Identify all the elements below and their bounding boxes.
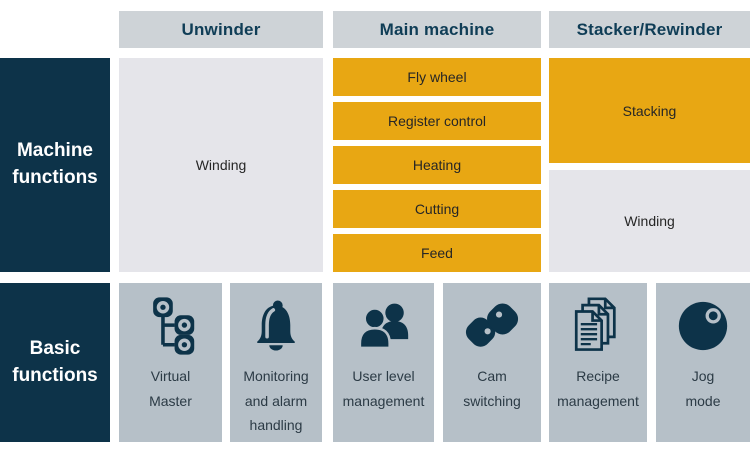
machine-function-heating: Heating <box>333 146 541 184</box>
basic-function-virtual-master: Virtual Master <box>119 283 222 442</box>
machine-function-cutting: Cutting <box>333 190 541 228</box>
basic-function-label: Jog mode <box>685 368 721 409</box>
virtual-master-icon <box>146 294 196 358</box>
documents-stack-icon <box>573 294 623 358</box>
machine-function-winding-unwinder: Winding <box>119 58 323 272</box>
basic-function-cam-switching: Cam switching <box>443 283 541 442</box>
machine-function-fly-wheel: Fly wheel <box>333 58 541 96</box>
basic-function-user-level: User level management <box>333 283 434 442</box>
machine-function-stacking: Stacking <box>549 58 750 163</box>
machine-function-feed: Feed <box>333 234 541 272</box>
alarm-bell-icon <box>251 294 301 358</box>
basic-function-label: User level management <box>342 368 425 409</box>
column-header-unwinder: Unwinder <box>119 11 323 48</box>
basic-function-label: Cam switching <box>463 368 521 409</box>
column-header-main-machine: Main machine <box>333 11 541 48</box>
basic-function-monitoring-alarm: Monitoring and alarm handling <box>230 283 322 442</box>
basic-functions-title: Basic functions <box>0 283 110 442</box>
jog-wheel-icon <box>677 294 729 358</box>
users-icon <box>355 294 413 358</box>
basic-function-recipe-management: Recipe management <box>549 283 647 442</box>
basic-function-label: Monitoring and alarm handling <box>243 368 309 433</box>
column-header-stacker-rewinder: Stacker/Rewinder <box>549 11 750 48</box>
cam-switching-icon <box>463 294 521 358</box>
machine-function-winding-stacker: Winding <box>549 170 750 272</box>
basic-function-label: Recipe management <box>557 368 639 409</box>
basic-function-label: Virtual Master <box>149 368 192 409</box>
machine-function-register-control: Register control <box>333 102 541 140</box>
machine-functions-title: Machine functions <box>0 58 110 272</box>
basic-function-jog-mode: Jog mode <box>656 283 750 442</box>
